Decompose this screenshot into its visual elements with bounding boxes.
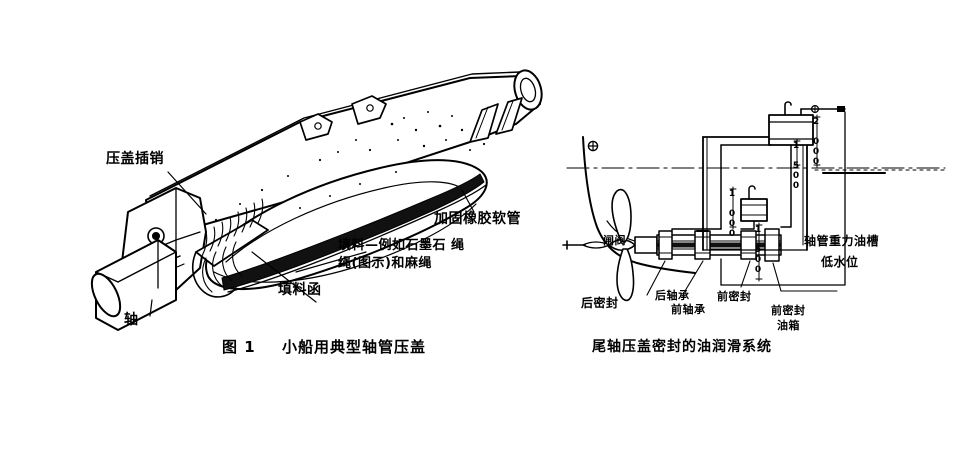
pipe-oil-tank-branch xyxy=(740,220,755,230)
dimension-1500-upper: 1 500 xyxy=(791,141,801,191)
bottom-leader-lines xyxy=(646,260,838,296)
shaft-core xyxy=(657,242,781,248)
cutaway-window xyxy=(205,159,488,290)
dimension-lines xyxy=(729,114,821,282)
pipe-tank-to-forward-seal xyxy=(780,144,792,228)
leader-packing xyxy=(295,251,367,273)
label-stuffing-box: 填料函 xyxy=(278,282,322,298)
forward-seal-block xyxy=(764,228,780,262)
gate-valve-symbol xyxy=(587,140,599,152)
leader-shaft xyxy=(149,299,153,317)
stern-tube-gland-drawing xyxy=(90,69,543,331)
label-forward-seal-oil-tank-line-1: 前密封 xyxy=(771,304,806,317)
forward-seal-oil-tank xyxy=(740,185,768,222)
dimension-2000: 2 000 xyxy=(811,117,821,167)
label-shaft: 轴 xyxy=(124,312,139,328)
leader-stuffing-box xyxy=(251,251,317,303)
dimension-1500-lower: 1 500 xyxy=(753,225,763,275)
label-forward-seal-oil-tank-line-2: 油箱 xyxy=(777,319,800,332)
oil-lubrication-schematic xyxy=(562,101,946,302)
label-gland-pin: 压盖插销 xyxy=(106,151,164,167)
dimension-1000: 1 000 xyxy=(727,189,737,239)
packing-rings-band xyxy=(195,219,269,267)
aft-seal-block xyxy=(658,230,673,260)
leader-gland-pin xyxy=(167,171,207,215)
figure-right-oil-lubrication-system: 闸阀 轴管重力油槽 低水位 前密封 油箱 1 500 2 000 1 000 1… xyxy=(545,95,968,370)
mount-lug-b xyxy=(351,95,387,125)
label-aft-seal: 后密封 xyxy=(581,296,619,310)
label-forward-bearing: 前轴承 xyxy=(671,303,706,316)
shaft-through-cutaway xyxy=(221,173,485,291)
label-packing-line-2: 绳(图示)和麻绳 xyxy=(338,256,432,271)
forward-bearing-block xyxy=(740,230,757,260)
hose-clamp-bands xyxy=(469,97,523,143)
label-aft-bearing: 后轴承 xyxy=(655,289,690,302)
surface-speckle xyxy=(214,111,486,222)
label-gravity-oil-tank: 轴管重力油槽 xyxy=(804,234,880,248)
label-gate-valve: 闸阀 xyxy=(603,234,626,247)
label-reinforced-rubber-hose: 加固橡胶软管 xyxy=(434,211,521,227)
figure-left-caption-title: 小船用典型轴管压盖 xyxy=(282,338,427,356)
packing-ring-hatching xyxy=(201,198,264,257)
leader-rubber-hose xyxy=(461,189,475,213)
gravity-oil-tank xyxy=(768,101,846,146)
label-low-water-level: 低水位 xyxy=(821,255,859,269)
propeller xyxy=(562,188,658,302)
pipe-to-aft-seal xyxy=(671,228,722,232)
figure-left-stern-tube-gland: 压盖插销 轴 填料函 填料—例如石墨石 绳 绳(图示)和麻绳 加固橡胶软管 xyxy=(0,0,560,380)
figure-right-caption-title: 尾轴压盖密封的油润滑系统 xyxy=(592,339,772,355)
figure-left-caption-number: 图 1 xyxy=(222,338,256,356)
pipe-return-line xyxy=(720,111,846,286)
label-forward-seal: 前密封 xyxy=(717,290,752,303)
mount-lug-a xyxy=(299,113,333,141)
label-packing-line-1: 填料—例如石墨石 绳 xyxy=(338,238,465,253)
